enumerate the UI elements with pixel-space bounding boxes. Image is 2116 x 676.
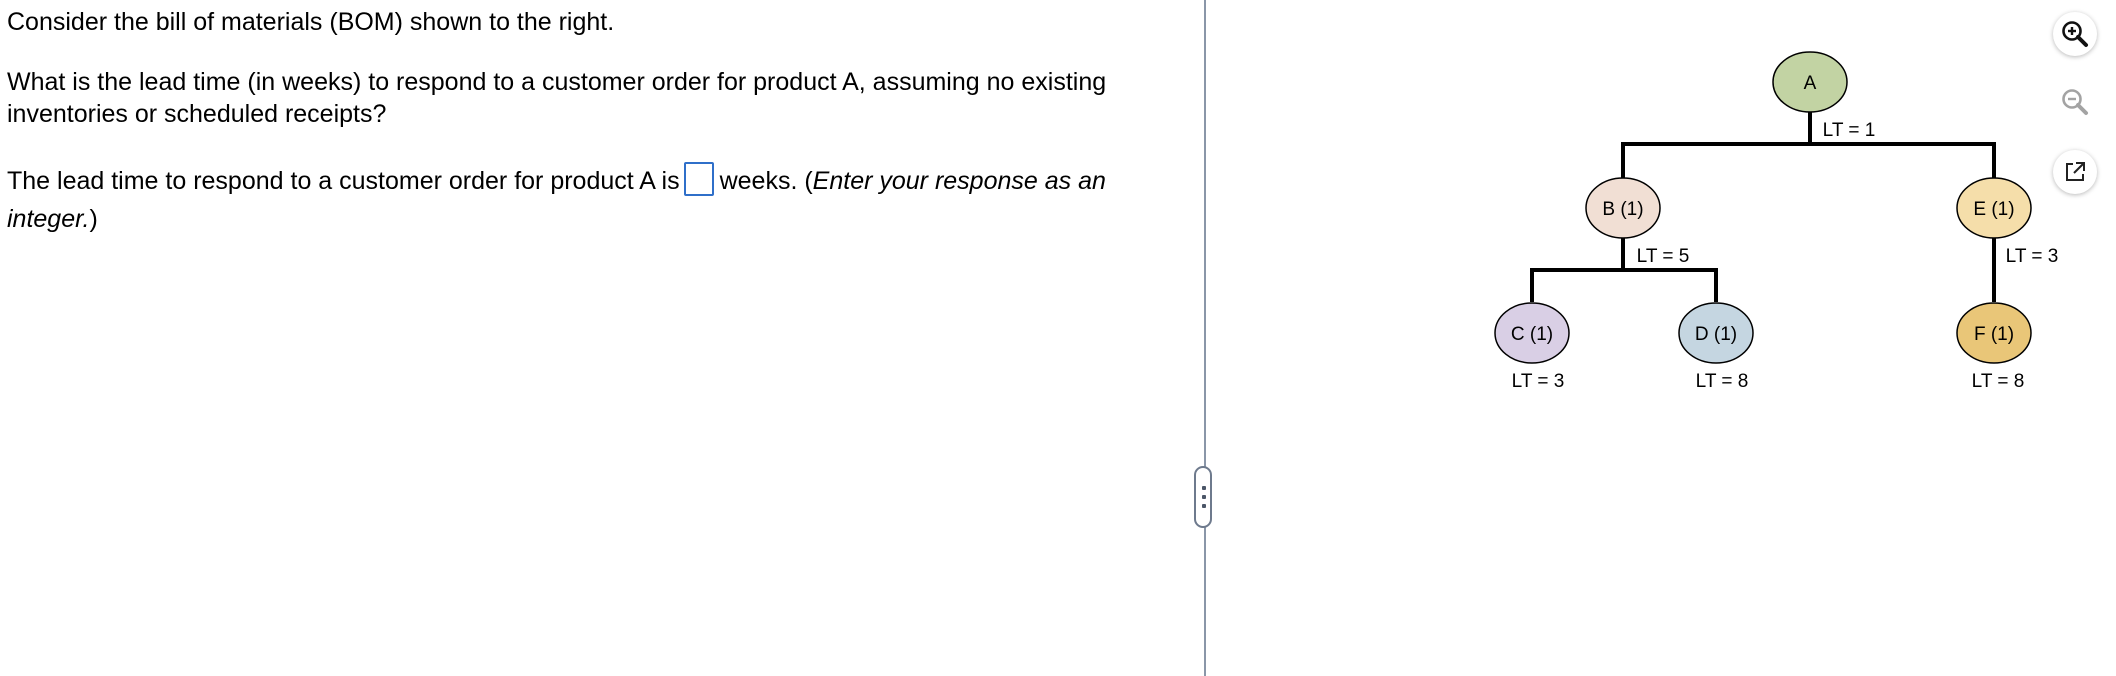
open-in-new-window-button[interactable] [2053, 150, 2097, 194]
bom-node-c: C (1) LT = 3 [1494, 302, 1570, 392]
bom-node-a: A LT = 1 [1772, 51, 1876, 141]
node-circle [1585, 177, 1661, 239]
bom-connectors [1530, 111, 1996, 302]
lead-time-label: LT = 8 [1696, 371, 1749, 392]
bom-node-d: D (1) LT = 8 [1678, 302, 1754, 392]
node-label: C (1) [1511, 324, 1553, 345]
zoom-in-icon [2062, 21, 2088, 47]
answer-suffix-end: ) [89, 205, 98, 233]
lead-time-label: LT = 8 [1972, 371, 2025, 392]
bom-node-f: F (1) LT = 8 [1956, 302, 2032, 392]
node-circle [1678, 302, 1754, 364]
question-prompt: What is the lead time (in weeks) to resp… [7, 68, 1107, 128]
node-label: A [1804, 73, 1817, 94]
zoom-out-icon [2062, 89, 2088, 115]
node-label: E (1) [1973, 199, 2014, 220]
bom-node-e: E (1) LT = 3 [1956, 177, 2059, 267]
zoom-in-button[interactable] [2053, 12, 2097, 56]
node-circle [1956, 177, 2032, 239]
grip-dot [1202, 504, 1206, 508]
lead-time-label: LT = 5 [1637, 246, 1690, 267]
answer-instruction: Enter your response as an integer. [7, 167, 1106, 233]
lead-time-label: LT = 1 [1823, 120, 1876, 141]
answer-prefix: The lead time to respond to a customer o… [7, 167, 680, 195]
grip-dot [1202, 495, 1206, 499]
answer-suffix: weeks. ( [719, 167, 813, 195]
external-link-icon [2066, 162, 2085, 181]
answer-sentence: The lead time to respond to a customer o… [7, 162, 1157, 238]
node-label: D (1) [1695, 324, 1737, 345]
answer-input[interactable] [683, 162, 714, 197]
node-circle [1772, 51, 1848, 113]
zoom-out-button[interactable] [2053, 80, 2097, 124]
node-label: F (1) [1974, 324, 2014, 345]
lead-time-label: LT = 3 [1512, 371, 1565, 392]
node-circle [1494, 302, 1570, 364]
bom-node-b: B (1) LT = 5 [1585, 177, 1690, 267]
node-circle [1956, 302, 2032, 364]
grip-dot [1202, 486, 1206, 490]
pane-divider [1204, 0, 1206, 676]
node-label: B (1) [1602, 199, 1643, 220]
lead-time-label: LT = 3 [2006, 246, 2059, 267]
divider-drag-handle[interactable] [1194, 466, 1212, 528]
question-pane: Consider the bill of materials (BOM) sho… [7, 8, 1157, 238]
question-intro: Consider the bill of materials (BOM) sho… [7, 8, 615, 36]
